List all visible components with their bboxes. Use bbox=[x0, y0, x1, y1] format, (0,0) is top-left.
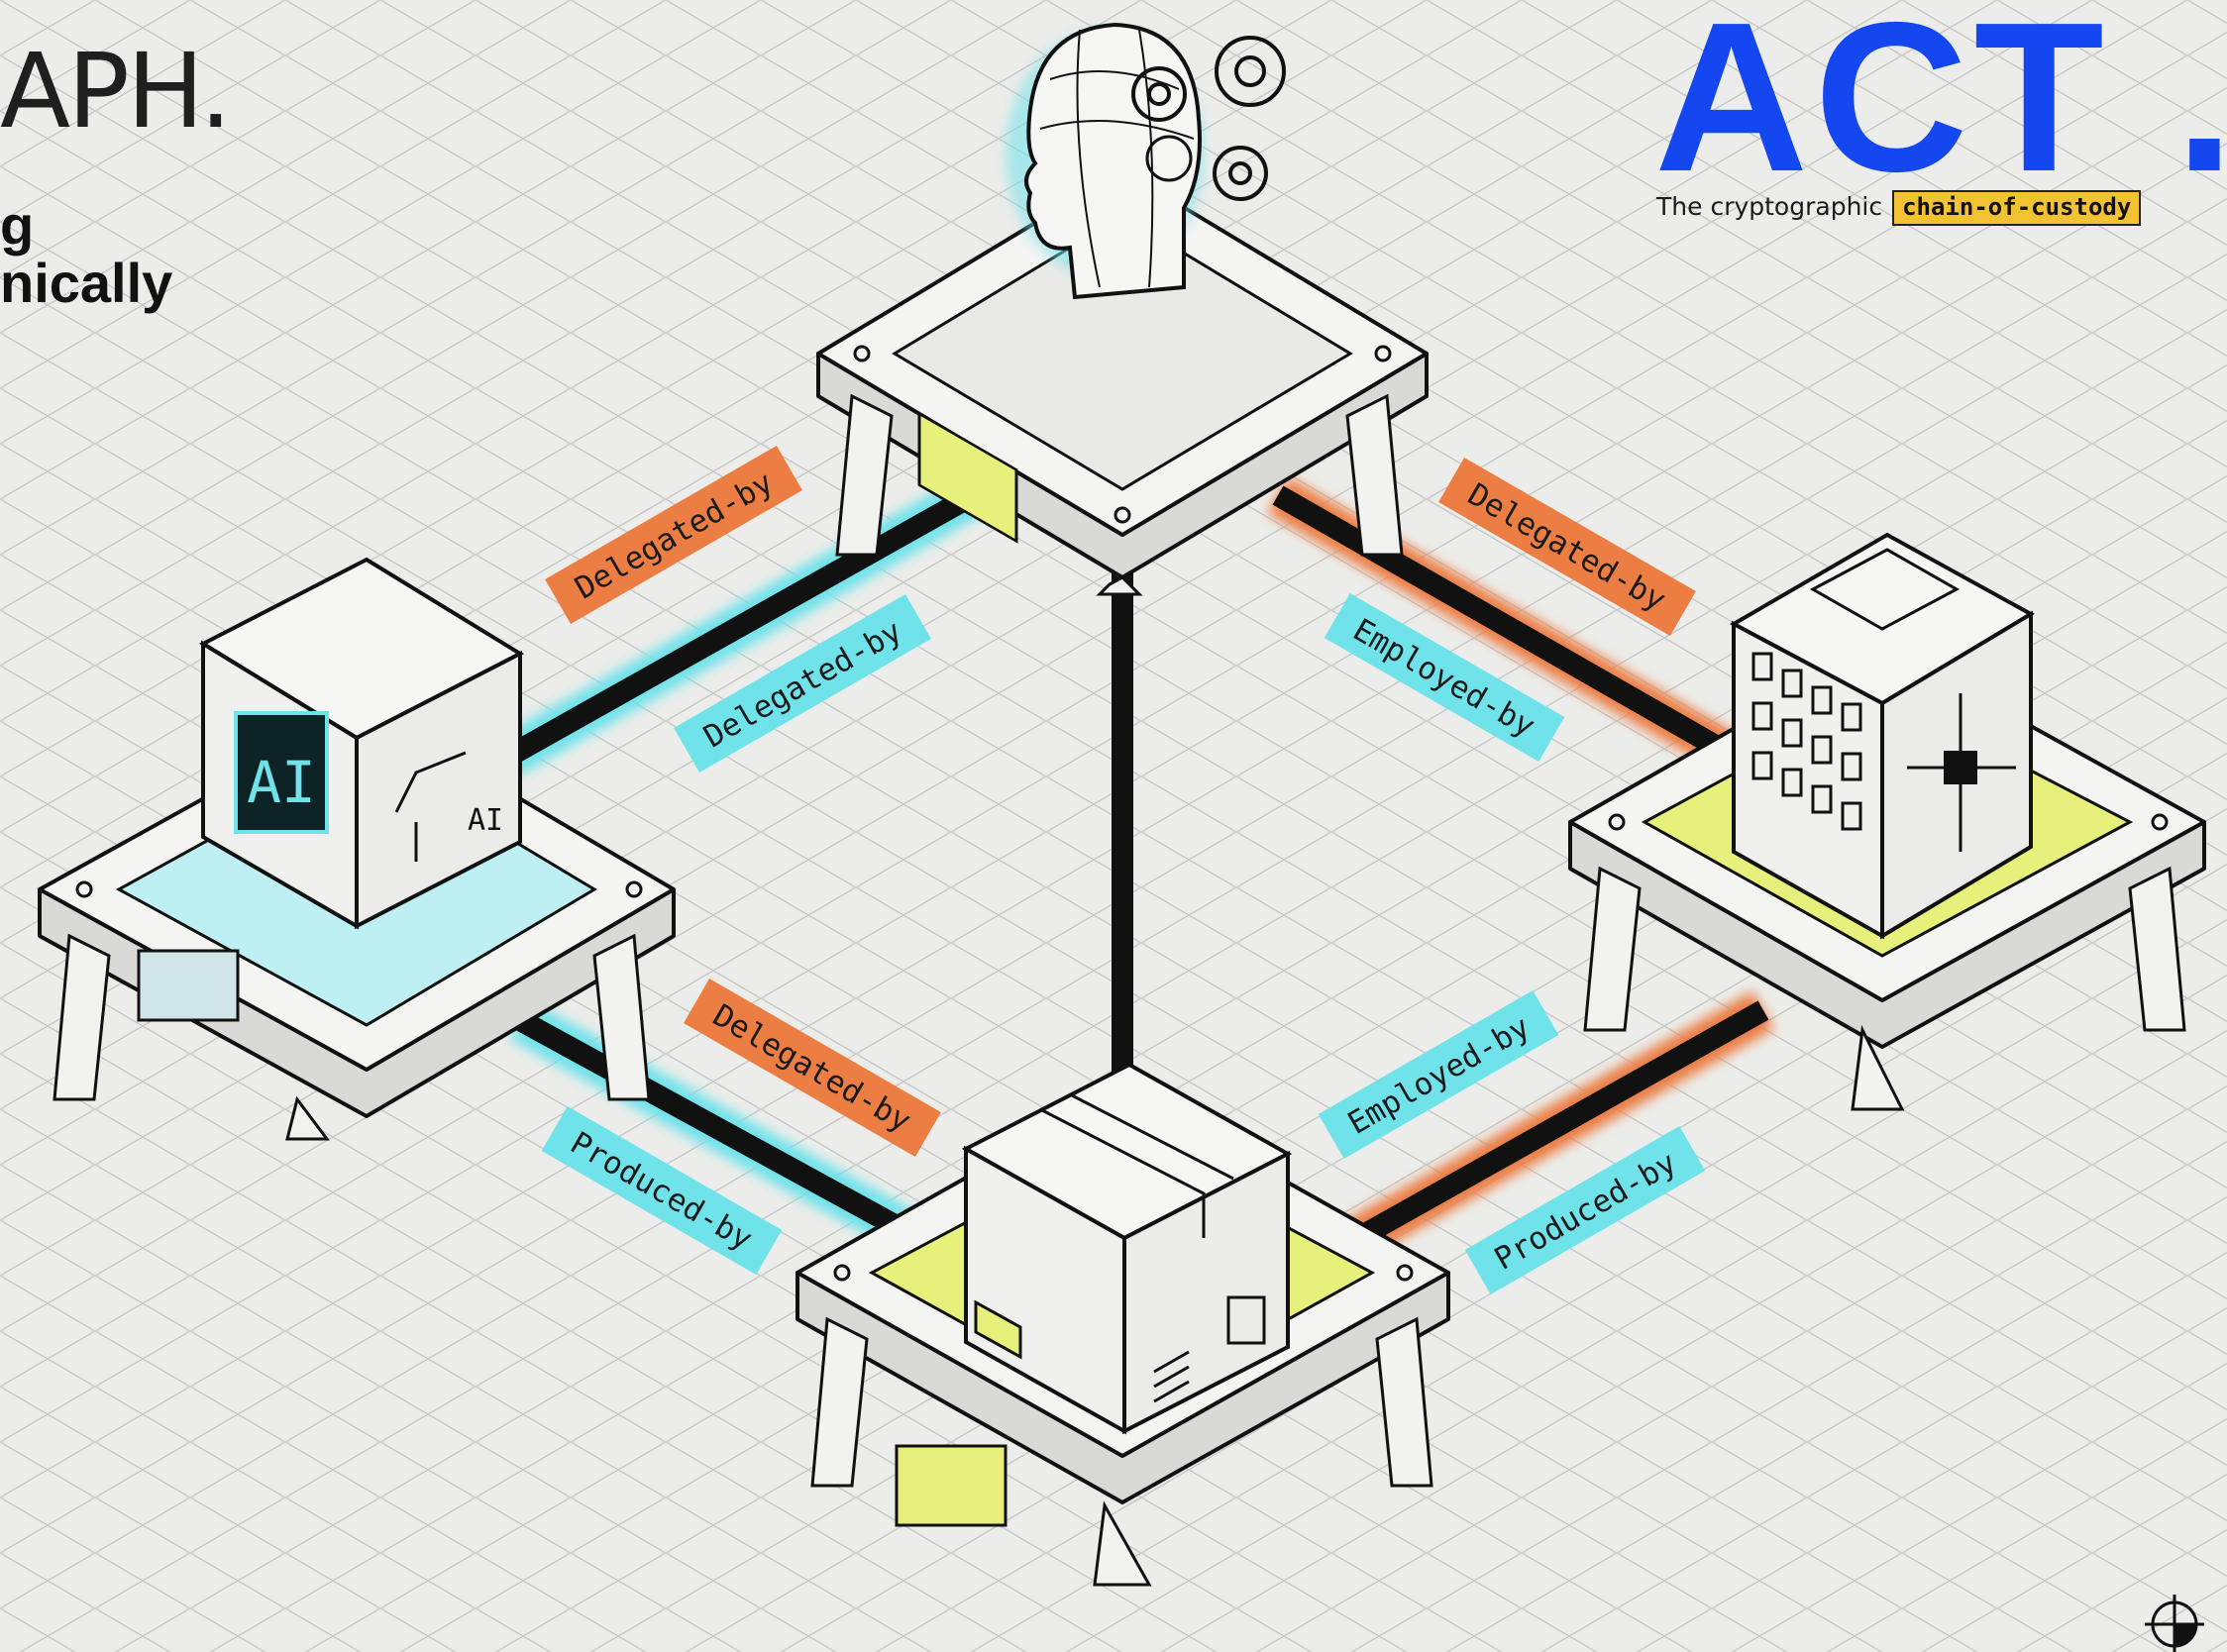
svg-text:AI: AI bbox=[468, 803, 503, 838]
act-logo: ACT . bbox=[1654, 0, 2227, 216]
tagline-text: The cryptographic bbox=[1656, 192, 1883, 221]
edge-line-left-top bbox=[509, 475, 997, 763]
human-head-icon bbox=[1006, 22, 1204, 300]
svg-text:AI: AI bbox=[247, 749, 316, 816]
node-artifact[interactable] bbox=[795, 1062, 1450, 1587]
node-human[interactable] bbox=[816, 22, 1429, 596]
node-ai-agent[interactable]: AI AI bbox=[38, 557, 676, 1141]
building-icon bbox=[1729, 532, 2036, 940]
page-title: APH. bbox=[0, 31, 232, 152]
subtitle-line-2: nically bbox=[0, 252, 173, 314]
package-box-icon bbox=[961, 1062, 1293, 1435]
subtitle-line-1: g bbox=[0, 194, 35, 257]
node-organization[interactable] bbox=[1568, 532, 2206, 1111]
tagline: The cryptographic chain-of-custody bbox=[1656, 190, 2142, 226]
edge-line-top-right bbox=[1272, 485, 1759, 777]
ai-cube-icon: AI AI bbox=[198, 557, 525, 930]
tagline-highlight: chain-of-custody bbox=[1892, 190, 2142, 226]
platform-top bbox=[816, 168, 1429, 596]
gear-icon bbox=[1131, 36, 1286, 201]
crosshair-icon bbox=[2145, 1595, 2204, 1652]
